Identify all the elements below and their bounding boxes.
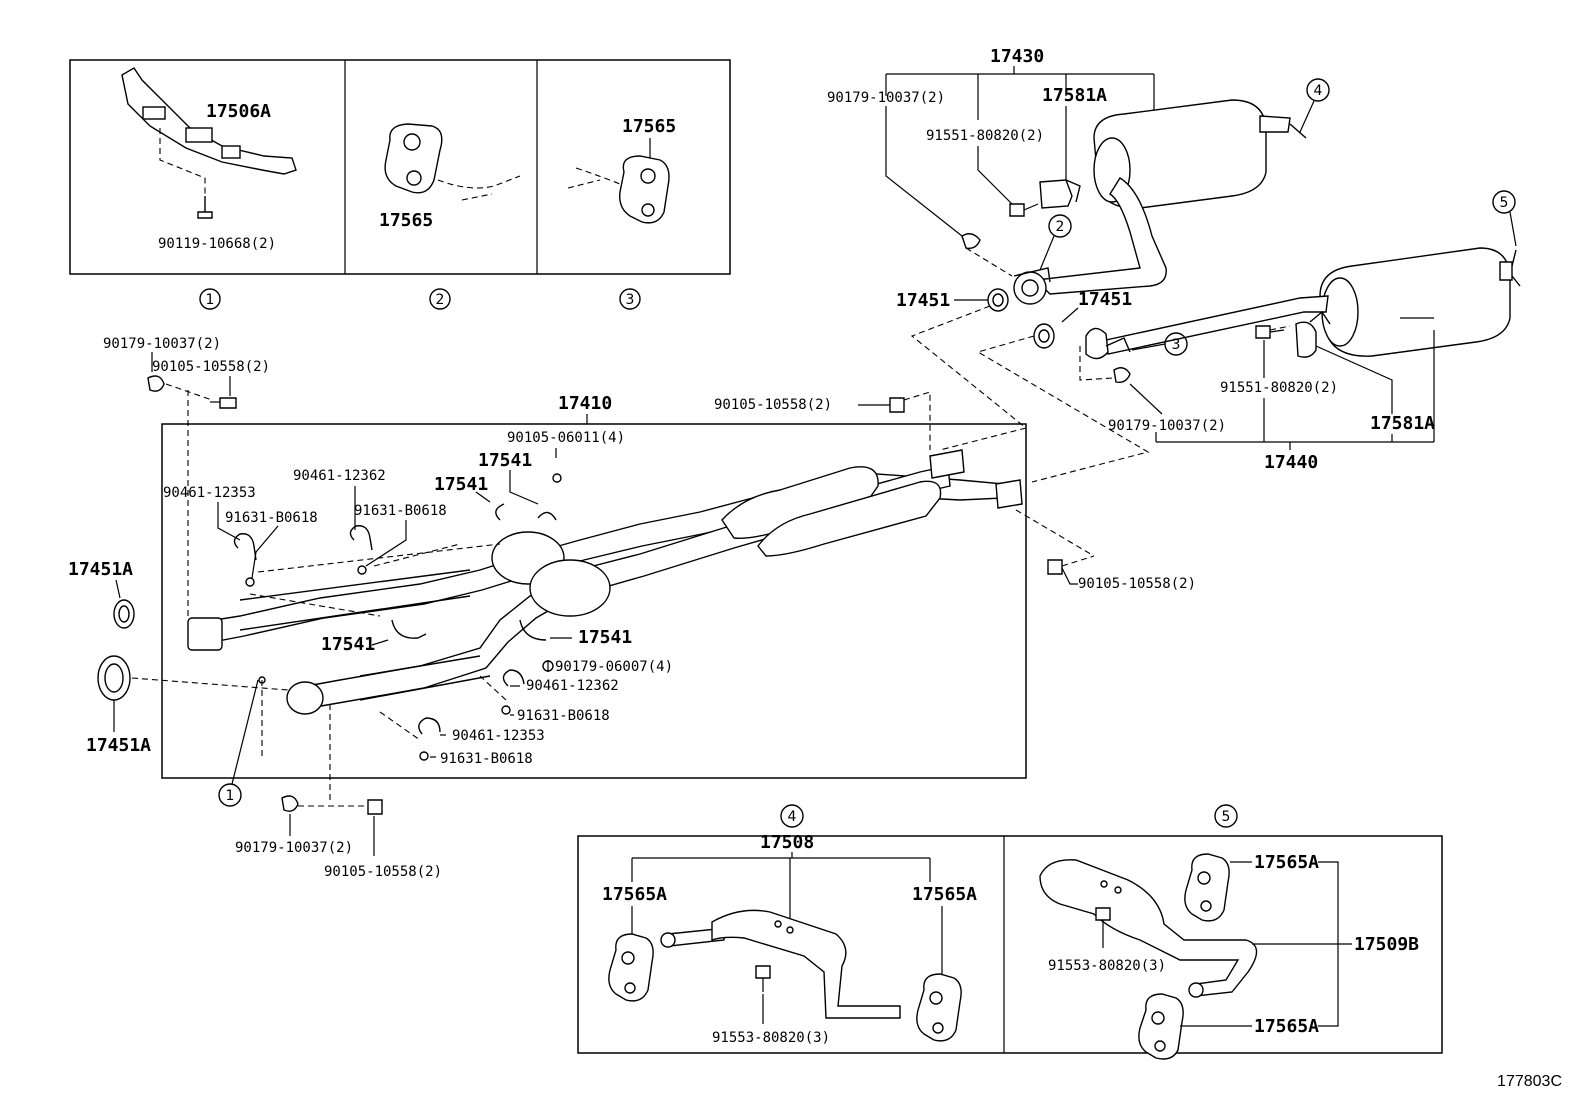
label-90179-10037-d: 90179-10037(2) [235,840,353,856]
label-90179-10037-m: 90179-10037(2) [827,90,945,106]
label-17565a-left: 17565A [602,884,667,905]
hanger-frame [577,835,1443,1054]
circle-ref-2-m: 2 [1056,219,1065,235]
label-17541-bottom-left: 17541 [321,634,375,655]
hanger-boxes: 4 5 17508 17565A 17565A 91553-80820(3) [577,804,1443,1060]
label-17565a-5-bottom: 17565A [1254,1016,1319,1037]
label-91631-b0618-c: 91631-B0618 [517,708,610,724]
label-90461-12362: 90461-12362 [293,468,386,484]
inset-boxes: 17506A 90119-10668(2) 17565 17565 1 2 [69,59,731,310]
tail-muffler-assembly: 5 3 17451 91551-80820(2) 90179-10037(2) … [976,190,1521,483]
label-90105-10558-c: 90105-10558(2) [1078,576,1196,592]
center-muffler-assembly: 17430 90179-10037(2) 17581A 91551-80820(… [827,46,1330,451]
inset-frame [69,59,731,275]
label-90119-10668: 90119-10668(2) [158,236,276,252]
label-17440: 17440 [1264,452,1318,473]
label-90105-10558-d: 90105-10558(2) [324,864,442,880]
label-17541-bottom-right: 17541 [578,627,632,648]
inset-circle-refs: 1 2 3 [199,288,641,310]
label-17451a-bottom: 17451A [86,735,151,756]
label-17541-left: 17541 [434,474,488,495]
circle-ref-5-bottom: 5 [1222,809,1231,825]
diagram-code: 177803C [1497,1073,1562,1090]
label-90461-12353: 90461-12353 [163,485,256,501]
circle-ref-2: 2 [436,292,445,308]
label-17565a-5-top: 17565A [1254,852,1319,873]
label-90105-06011: 90105-06011(4) [507,430,625,446]
label-90461-12353-b: 90461-12353 [452,728,545,744]
front-pipe-frame [161,423,1027,779]
label-17451-right: 17451 [1078,289,1132,310]
label-90105-10558-b: 90105-10558(2) [714,397,832,413]
label-17451a-top: 17451A [68,559,133,580]
circle-ref-3-t: 3 [1172,337,1181,353]
rubber-hanger-17565-b [567,138,670,224]
label-17430: 17430 [990,46,1044,67]
circle-ref-3: 3 [626,292,635,308]
label-91631-b0618-d: 91631-B0618 [440,751,533,767]
label-91553-80820-5: 91553-80820(3) [1048,958,1166,974]
label-17541-top: 17541 [478,450,532,471]
label-17451-left: 17451 [896,290,950,311]
label-17565-inset2: 17565 [379,210,433,231]
label-17508: 17508 [760,832,814,853]
label-90179-10037-t: 90179-10037(2) [1108,418,1226,434]
circle-ref-4-top: 4 [1314,83,1323,99]
label-17509b: 17509B [1354,934,1419,955]
label-17581a-m: 17581A [1042,85,1107,106]
circle-ref-1-under: 1 [226,788,235,804]
circle-ref-5-top: 5 [1500,195,1509,211]
label-90179-06007: 90179-06007(4) [555,659,673,675]
front-pipe-assembly: 17410 [161,393,1027,779]
label-17565-inset3: 17565 [622,116,676,137]
front-fasteners: 90179-10037(2) 90105-10558(2) 90105-1055… [68,336,1196,880]
label-17565a-right: 17565A [912,884,977,905]
rubber-hanger-17565 [384,123,521,201]
bracket-part-17506a [121,67,297,219]
label-91631-b0618-a: 91631-B0618 [225,510,318,526]
label-91551-80820-t: 91551-80820(2) [1220,380,1338,396]
label-91631-b0618-b: 91631-B0618 [354,503,447,519]
label-17581a-t: 17581A [1370,413,1435,434]
label-91553-80820-4: 91553-80820(3) [712,1030,830,1046]
label-90179-10037-a: 90179-10037(2) [103,336,221,352]
circle-ref-1: 1 [206,292,215,308]
label-17410: 17410 [558,393,612,414]
label-90461-12362-b: 90461-12362 [526,678,619,694]
circle-ref-4-bottom: 4 [788,809,797,825]
label-90105-10558-a: 90105-10558(2) [152,359,270,375]
label-91551-80820-m: 91551-80820(2) [926,128,1044,144]
label-17506a: 17506A [206,101,271,122]
